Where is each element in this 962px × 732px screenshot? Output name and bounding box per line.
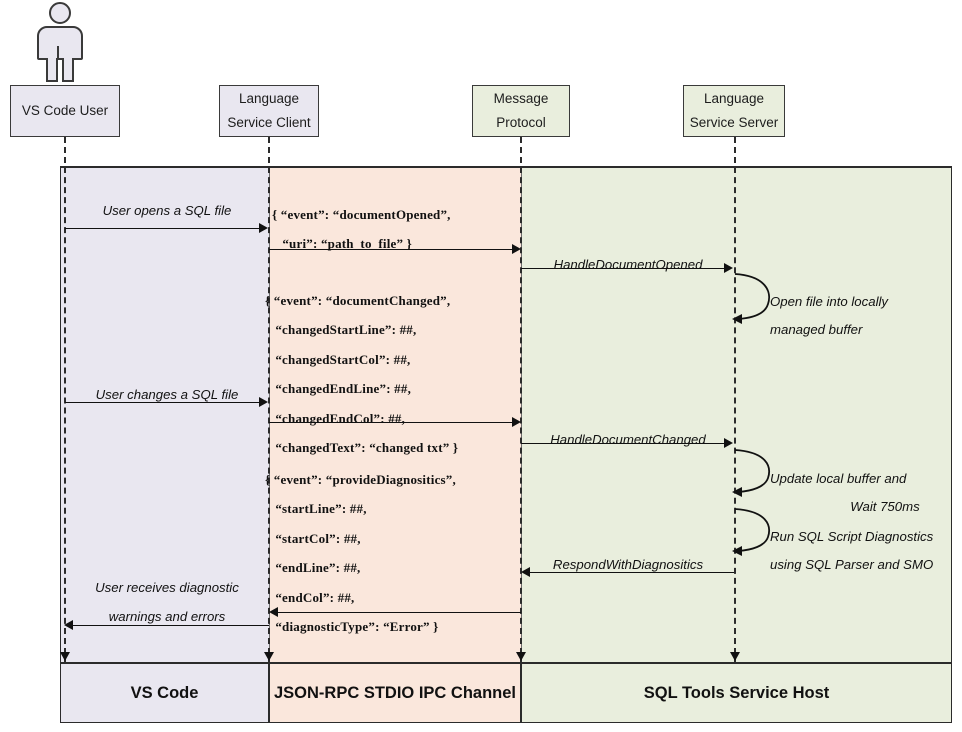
message-label-line2: warnings and errors [108,609,226,625]
message-label-handle-document-opened: HandleDocumentOpened [553,257,703,272]
arrowhead-left-icon [269,607,278,617]
message-line-document-opened-to-protocol [269,249,514,250]
footer-sql-tools-service-host[interactable]: SQL Tools Service Host [521,663,952,723]
arrowhead-right-icon [259,223,268,233]
participant-language-service-client[interactable]: Language Service Client [219,85,319,137]
self-call-loop-open-file-icon [732,273,770,324]
participant-label-line1: Message [493,91,549,107]
participant-label-line1: Language [238,91,300,107]
arrowhead-left-icon [64,620,73,630]
message-line-user-receives-diagnostics [73,625,269,626]
message-line-user-opens-sql-file [65,228,261,229]
self-call-note-update-buffer-wait: Update local buffer and Wait 750ms [770,465,962,520]
footer-json-rpc-stdio-ipc-channel[interactable]: JSON-RPC STDIO IPC Channel [269,663,521,723]
self-call-note-run-diagnostics: Run SQL Script Diagnostics using SQL Par… [770,523,962,578]
footer-label: VS Code [130,683,199,702]
self-note-line2: using SQL Parser and SMO [770,556,934,572]
self-note-line1: Update local buffer and [770,471,907,486]
message-line-user-changes-sql-file [65,402,261,403]
arrowhead-right-icon [512,417,521,427]
arrowhead-right-icon [512,244,521,254]
actor-right-leg-icon [62,58,74,82]
arrowhead-left-icon [521,567,530,577]
actor-left-leg-icon [46,58,58,82]
lifeline-language-service-client [268,137,270,664]
band-vs-code [60,168,269,663]
lifeline-end-arrow-icon [730,652,740,661]
lifeline-end-arrow-icon [516,652,526,661]
self-note-line2: Wait 750ms [850,498,920,514]
self-call-note-open-file-buffer: Open file into locally managed buffer [770,288,962,343]
self-note-line1: Run SQL Script Diagnostics [770,529,934,544]
lifeline-end-arrow-icon [264,652,274,661]
actor-torso-divider-icon [57,46,59,60]
self-call-loop-run-diagnostics-icon [732,508,770,556]
message-label-line1: User receives diagnostic [95,580,239,595]
message-line-document-changed-to-protocol [269,422,514,423]
actor-body-icon [37,26,83,60]
message-label-handle-document-changed: HandleDocumentChanged [550,432,706,447]
arrowhead-right-icon [724,438,733,448]
arrowhead-right-icon [259,397,268,407]
footer-vs-code[interactable]: VS Code [60,663,269,723]
self-note-line2: managed buffer [770,321,863,337]
payload-provide-diagnositics: { “event”: “provideDiagnositics”, “start… [265,472,456,634]
band-top-rule [60,166,952,168]
lifeline-message-protocol [520,137,522,664]
payload-document-opened: { “event”: “documentOpened”, “uri”: “pat… [272,207,451,252]
self-call-loop-update-buffer-icon [732,449,770,497]
message-label-user-opens-sql-file: User opens a SQL file [102,203,232,218]
participant-language-service-server[interactable]: Language Service Server [683,85,785,137]
message-label-user-changes-sql-file: User changes a SQL file [95,387,239,402]
participant-label-line2: Service Server [689,115,779,130]
message-line-respond-with-diagnositics [530,572,734,573]
participant-vs-code-user[interactable]: VS Code User [10,85,120,137]
lifeline-end-arrow-icon [60,652,70,661]
message-line-handle-document-opened [521,268,726,269]
participant-label-line2: Service Client [227,115,311,130]
message-label-respond-with-diagnositics: RespondWithDiagnositics [552,557,704,572]
arrowhead-right-icon [724,263,733,273]
message-line-handle-document-changed [521,443,726,444]
message-line-diagnostics-to-client [278,612,521,613]
footer-label: SQL Tools Service Host [643,683,830,702]
self-note-line1: Open file into locally [770,294,889,309]
participant-message-protocol[interactable]: Message Protocol [472,85,570,137]
payload-document-changed: { “event”: “documentChanged”, “changedSt… [265,293,459,455]
band-sql-tools-service-host [521,168,952,663]
footer-label: JSON-RPC STDIO IPC Channel [273,683,517,702]
actor-head-icon [49,2,71,24]
participant-label-line1: Language [703,91,765,107]
vs-code-user-actor [32,2,88,84]
participant-label-line2: Protocol [496,115,546,130]
lifeline-language-service-server [734,137,736,664]
band-ipc-channel [269,168,521,663]
participant-label-line1: VS Code User [21,103,109,119]
message-label-user-receives-diagnostics: User receives diagnostic warnings and er… [64,573,270,631]
lifeline-vs-code-user [64,137,66,664]
